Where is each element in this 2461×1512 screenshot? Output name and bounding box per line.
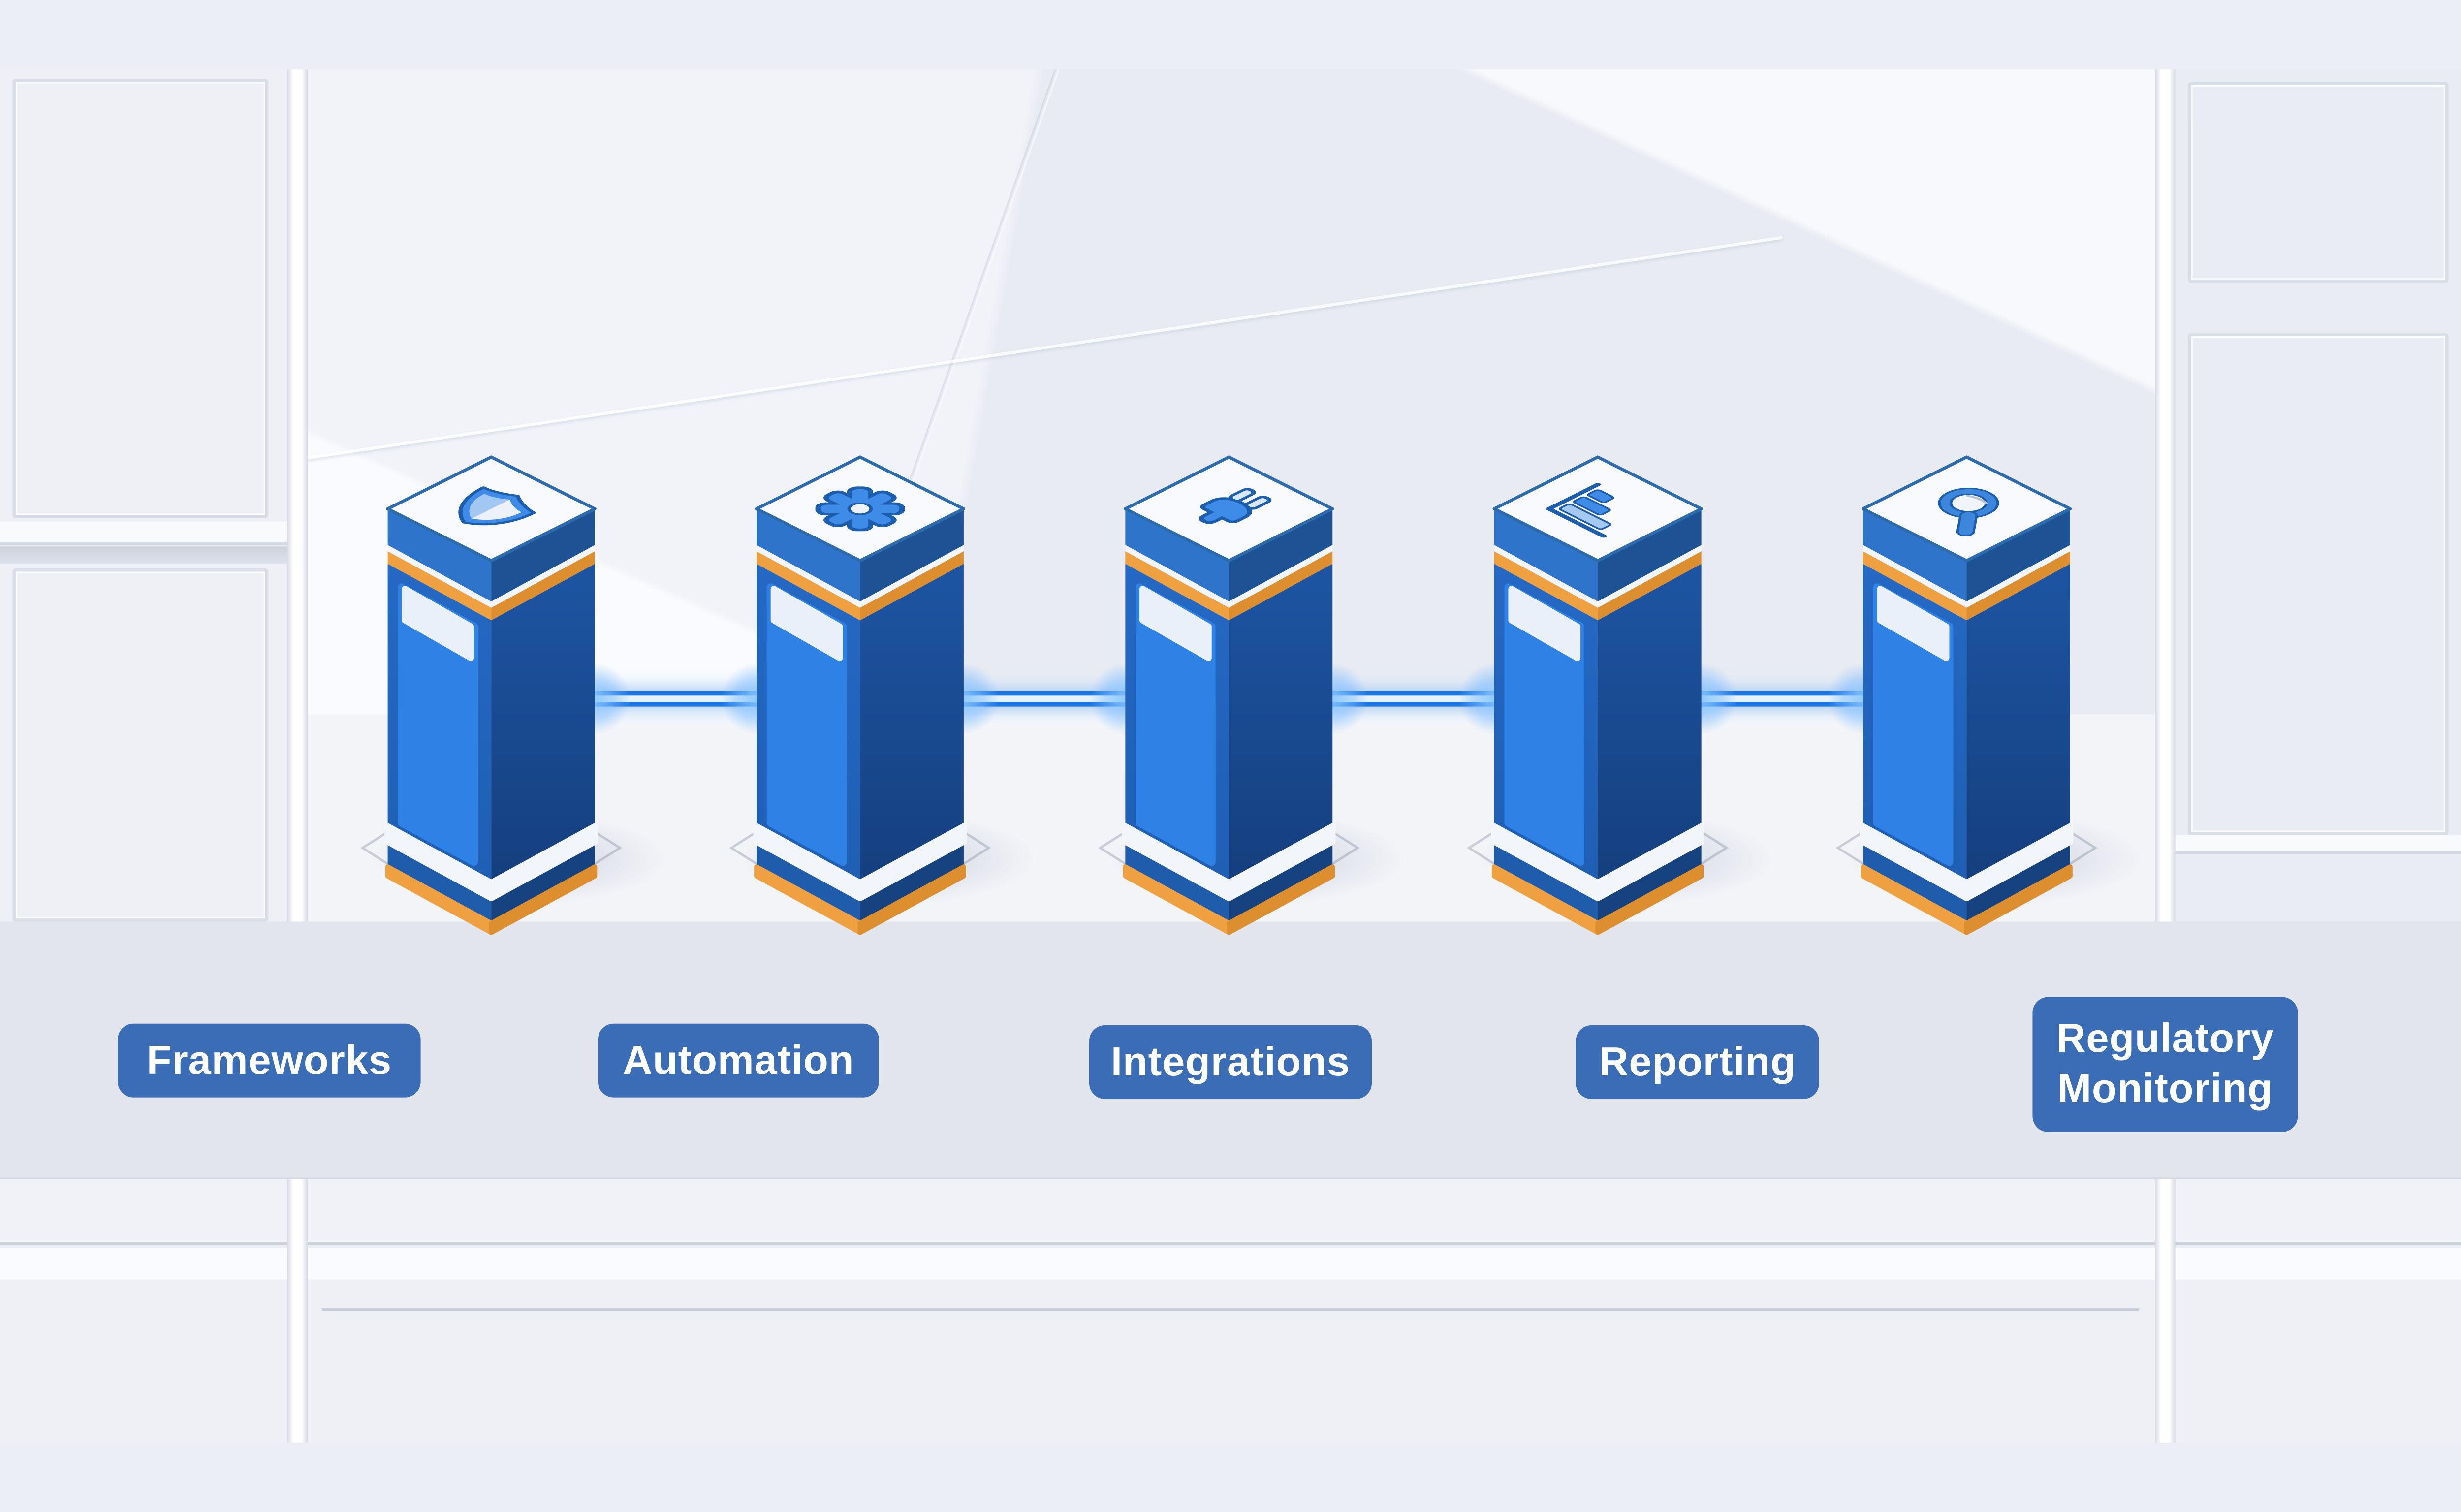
label-badge-regulatory-monitoring: Regulatory Monitoring [2032,997,2298,1132]
label-badge-reporting: Reporting [1576,1025,1819,1099]
label-badge-integrations: Integrations [1089,1025,1372,1099]
cap-side-right [860,508,964,601]
cap-side-left [756,508,860,601]
scene: Frameworks Automation Integrations Repor… [0,69,2461,1443]
pillar-body-right-face [1966,564,2070,880]
lower-wall-strip [0,1179,2461,1245]
left-wall-column [0,69,287,922]
cap-side-right [1966,508,2070,601]
label-badge-frameworks: Frameworks [118,1023,421,1098]
pillar-regulatory-monitoring [1778,446,2155,948]
door-glass-stripe [402,586,474,662]
pillar-automation [672,446,1048,948]
cap-side-right [1598,508,1702,601]
left-divider-strip [287,69,308,1443]
right-wall-column [2175,69,2461,922]
pillar-reporting [1410,446,1786,948]
wall-shelf-bar [0,546,287,564]
pillar-body-right-face [491,564,595,880]
cap-side-left [1863,508,1967,601]
magnifier-icon [1938,487,1999,536]
pillar-frameworks [303,446,679,948]
wall-panel-frame [2188,333,2449,836]
label-badge-automation: Automation [598,1023,879,1098]
bar-chart-icon [1546,483,1614,538]
wall-ledge [0,521,287,545]
cap-side-left [387,508,492,601]
pillar-body-right-face [1598,564,1702,880]
lower-wall-panel-line [321,1307,2140,1311]
wall-ledge [2175,835,2461,854]
pillar-body-right-face [860,564,964,880]
wall-panel-frame [12,568,269,922]
plug-icon [1199,488,1272,524]
pillar-integrations [1041,446,1417,948]
gear-icon [815,486,905,532]
door-glass-stripe [1139,586,1212,662]
door-glass-stripe [1877,586,1950,662]
lower-wall-ledge [0,1248,2461,1280]
cap-side-right [491,508,595,601]
wall-panel-frame [12,79,269,518]
door-glass-stripe [770,586,843,662]
door-glass-stripe [1508,586,1581,662]
right-divider-strip [2155,69,2176,1443]
wall-background [291,69,2155,749]
shield-icon [458,486,536,526]
cap-side-right [1229,508,1333,601]
wall-panel-frame [2188,82,2449,283]
lower-wall-panel [0,1279,2461,1443]
pillar-body-right-face [1229,564,1333,880]
cap-side-left [1494,508,1598,601]
cap-side-left [1125,508,1229,601]
